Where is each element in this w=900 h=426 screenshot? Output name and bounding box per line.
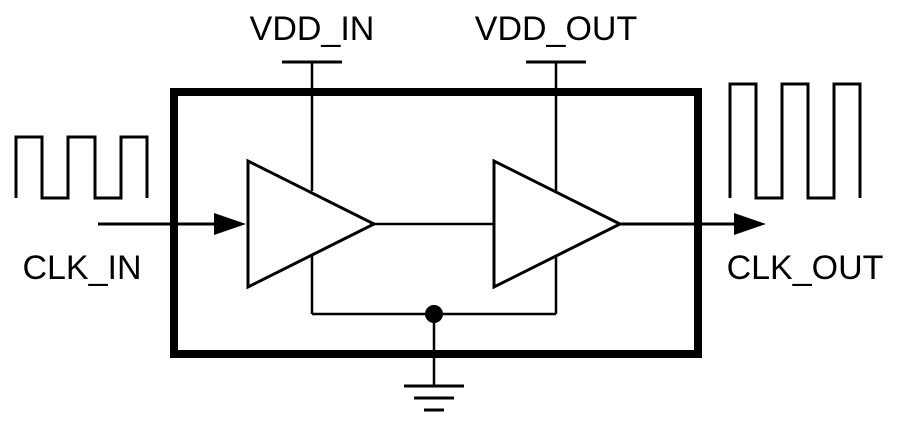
ground-icon: [404, 384, 464, 412]
clk-out-waveform: [728, 82, 862, 200]
clk-in-wire: [98, 213, 246, 235]
vdd-in-label: VDD_IN: [250, 10, 375, 48]
vdd-out-label: VDD_OUT: [475, 10, 637, 48]
ground-bus: [310, 256, 558, 386]
input-buffer-triangle: [246, 158, 378, 290]
clk-out-wire: [620, 213, 766, 235]
output-buffer-triangle: [492, 158, 624, 290]
clk-in-waveform: [14, 135, 149, 200]
clk-in-label: CLK_IN: [22, 249, 141, 287]
clk-out-label: CLK_OUT: [727, 249, 884, 287]
vdd-in-rail: [282, 60, 342, 191]
vdd-out-rail: [526, 60, 586, 191]
